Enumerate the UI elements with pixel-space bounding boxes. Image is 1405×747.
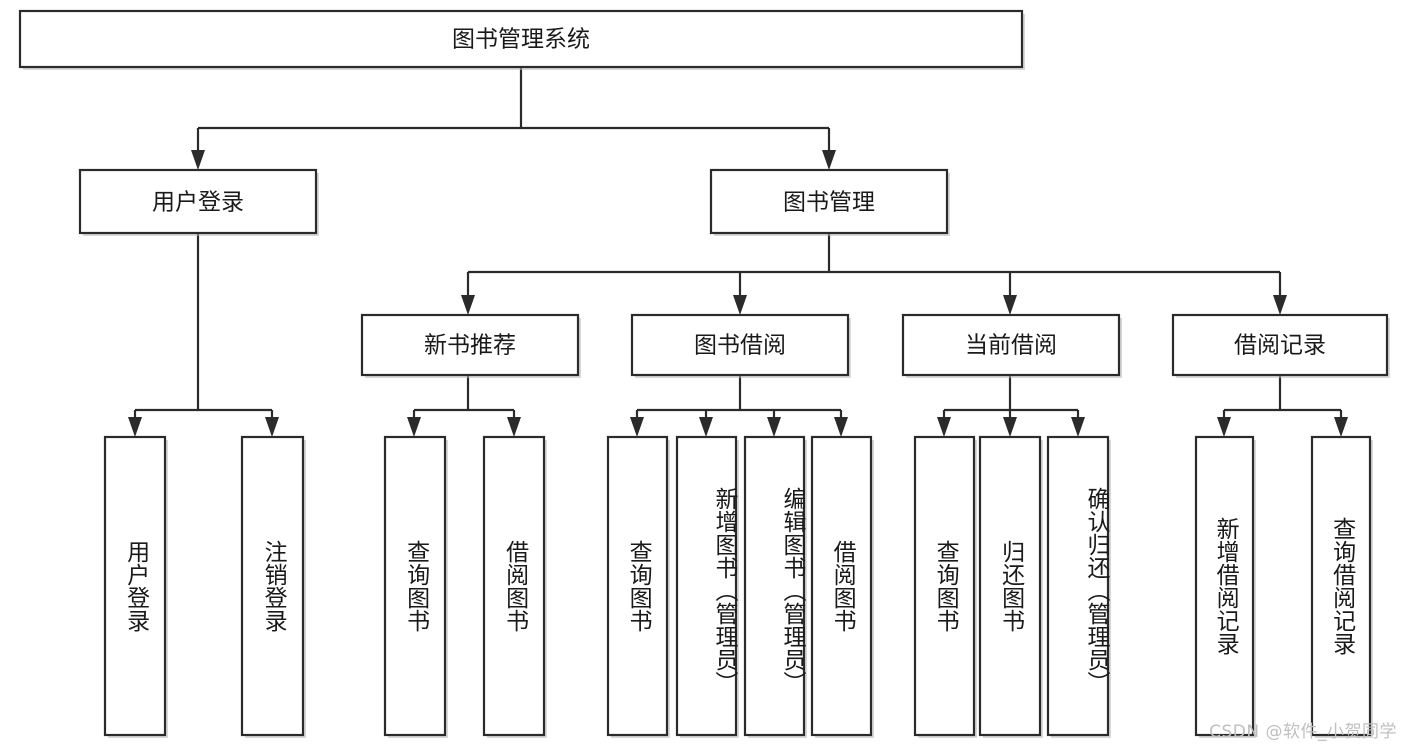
arrowhead-current-borrow bbox=[1003, 295, 1017, 315]
connector-group-borrow-records bbox=[1217, 375, 1348, 437]
connector-group-new-book-recommend bbox=[407, 375, 521, 437]
arrowhead-leaf-query-book-3 bbox=[937, 417, 951, 437]
arrowhead-leaf-return-book bbox=[1003, 417, 1017, 437]
arrowhead-leaf-query-book-2 bbox=[630, 417, 644, 437]
node-box-book-management[interactable] bbox=[709, 168, 949, 235]
arrowhead-leaf-user-login bbox=[128, 417, 142, 437]
connector-group-book-mgmt bbox=[461, 233, 1287, 315]
node-label-root: 图书管理系统 bbox=[452, 27, 590, 53]
watermark-text: CSDN @软件_小贺同学 bbox=[1209, 722, 1397, 742]
node-box-leaf-query-borrow-record[interactable] bbox=[1310, 435, 1372, 737]
node-label-new-book-recommend: 新书推荐 bbox=[424, 333, 516, 359]
arrowhead-leaf-add-book bbox=[699, 417, 713, 437]
connector-group-current-borrow bbox=[937, 375, 1085, 437]
node-label-borrow-records: 借阅记录 bbox=[1234, 333, 1326, 359]
node-box-book-borrow[interactable] bbox=[630, 313, 850, 377]
node-box-leaf-query-book-borrow[interactable] bbox=[606, 435, 669, 737]
connector-group-book-borrow bbox=[630, 375, 848, 437]
node-box-root[interactable] bbox=[18, 9, 1024, 69]
node-box-user-login[interactable] bbox=[78, 168, 318, 235]
arrowhead-new-book-recommend bbox=[461, 295, 475, 315]
arrowhead-user-login bbox=[191, 150, 205, 170]
node-box-leaf-logout[interactable] bbox=[240, 435, 305, 737]
arrowhead-leaf-query-book-1 bbox=[407, 417, 421, 437]
node-label-book-borrow: 图书借阅 bbox=[694, 333, 786, 359]
node-box-leaf-query-book-current[interactable] bbox=[913, 435, 976, 737]
node-box-new-book-recommend[interactable] bbox=[360, 313, 580, 377]
node-boxes-layer bbox=[18, 9, 1390, 738]
arrowhead-leaf-edit-book bbox=[767, 417, 781, 437]
arrowhead-leaf-borrow-book-2 bbox=[834, 417, 848, 437]
node-label-book-management: 图书管理 bbox=[783, 190, 875, 216]
node-box-leaf-confirm-return-admin[interactable] bbox=[1046, 435, 1110, 737]
arrowhead-book-borrow bbox=[733, 295, 747, 315]
arrowhead-book-mgmt bbox=[822, 150, 836, 170]
arrowhead-leaf-borrow-book-1 bbox=[507, 417, 521, 437]
node-label-current-borrow: 当前借阅 bbox=[965, 333, 1057, 359]
node-box-leaf-query-book-recommend[interactable] bbox=[383, 435, 447, 737]
connector-group-user-login bbox=[128, 233, 279, 437]
arrowhead-borrow-records bbox=[1273, 295, 1287, 315]
node-box-leaf-add-book-admin[interactable] bbox=[675, 435, 738, 737]
connector-group-root bbox=[191, 67, 836, 170]
node-box-current-borrow[interactable] bbox=[901, 313, 1121, 377]
arrowhead-leaf-logout bbox=[265, 417, 279, 437]
node-box-leaf-user-login[interactable] bbox=[103, 435, 167, 737]
node-label-user-login: 用户登录 bbox=[152, 190, 244, 216]
arrowhead-leaf-query-record bbox=[1334, 417, 1348, 437]
node-box-leaf-edit-book-admin[interactable] bbox=[743, 435, 806, 737]
arrowhead-leaf-add-record bbox=[1217, 417, 1231, 437]
node-box-leaf-add-borrow-record[interactable] bbox=[1194, 435, 1255, 737]
node-box-borrow-records[interactable] bbox=[1171, 313, 1389, 377]
node-box-leaf-borrow-book[interactable] bbox=[810, 435, 873, 737]
node-box-leaf-return-book[interactable] bbox=[978, 435, 1042, 737]
node-box-leaf-borrow-book-recommend[interactable] bbox=[482, 435, 546, 737]
arrowhead-leaf-confirm-return bbox=[1071, 417, 1085, 437]
